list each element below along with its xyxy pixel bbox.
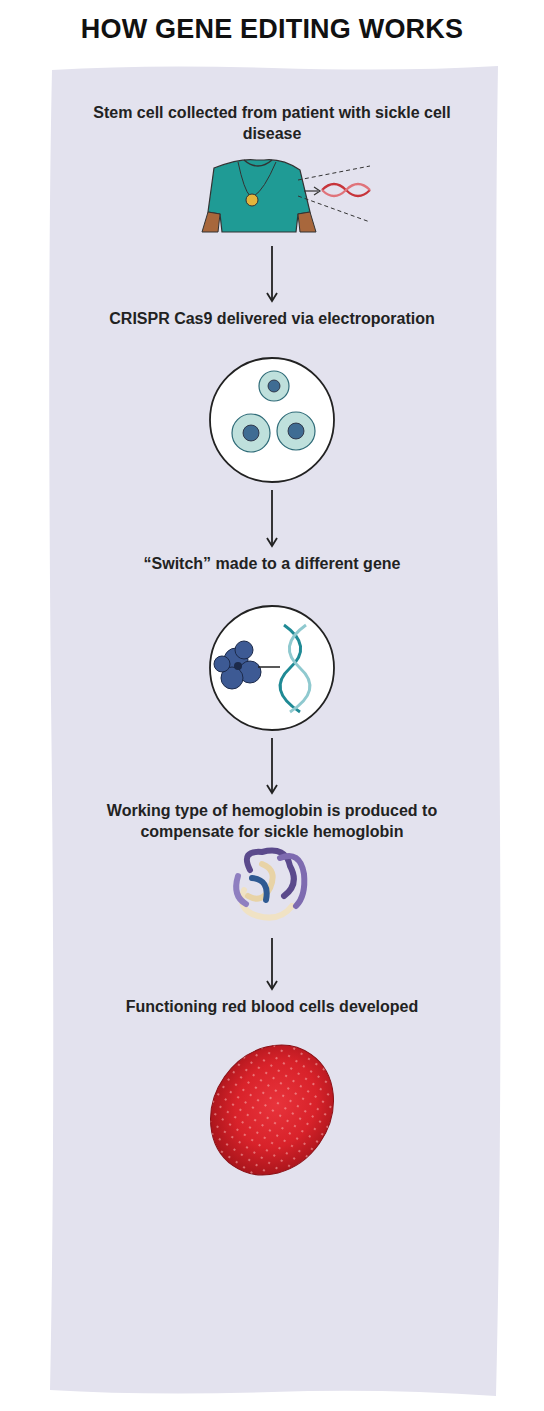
step-node: “Switch” made to a different gene xyxy=(42,553,502,732)
diagram-title: HOW GENE EDITING WORKS xyxy=(0,14,544,45)
step-label: Functioning red blood cells developed xyxy=(42,996,502,1017)
flow-arrow xyxy=(271,738,273,792)
step-label: Stem cell collected from patient with si… xyxy=(42,102,502,144)
step-node: Working type of hemoglobin is produced t… xyxy=(42,800,502,932)
flow-arrow xyxy=(271,246,273,300)
step-label: Working type of hemoglobin is produced t… xyxy=(42,800,502,842)
flow-arrow xyxy=(271,490,273,545)
step-node: CRISPR Cas9 delivered via electroporatio… xyxy=(42,308,502,484)
step-label: “Switch” made to a different gene xyxy=(42,553,502,574)
cells-circle xyxy=(210,358,334,482)
switch-circle xyxy=(210,606,334,730)
step-node: Functioning red blood cells developed xyxy=(42,996,502,1180)
step-node: Stem cell collected from patient with si… xyxy=(42,102,502,240)
band-shape xyxy=(49,66,500,1396)
patient-figure xyxy=(202,160,370,232)
step-label: CRISPR Cas9 delivered via electroporatio… xyxy=(42,308,502,329)
hemoglobin-protein xyxy=(236,851,304,918)
red-blood-cell xyxy=(185,1021,358,1199)
flow-arrow xyxy=(271,938,273,988)
